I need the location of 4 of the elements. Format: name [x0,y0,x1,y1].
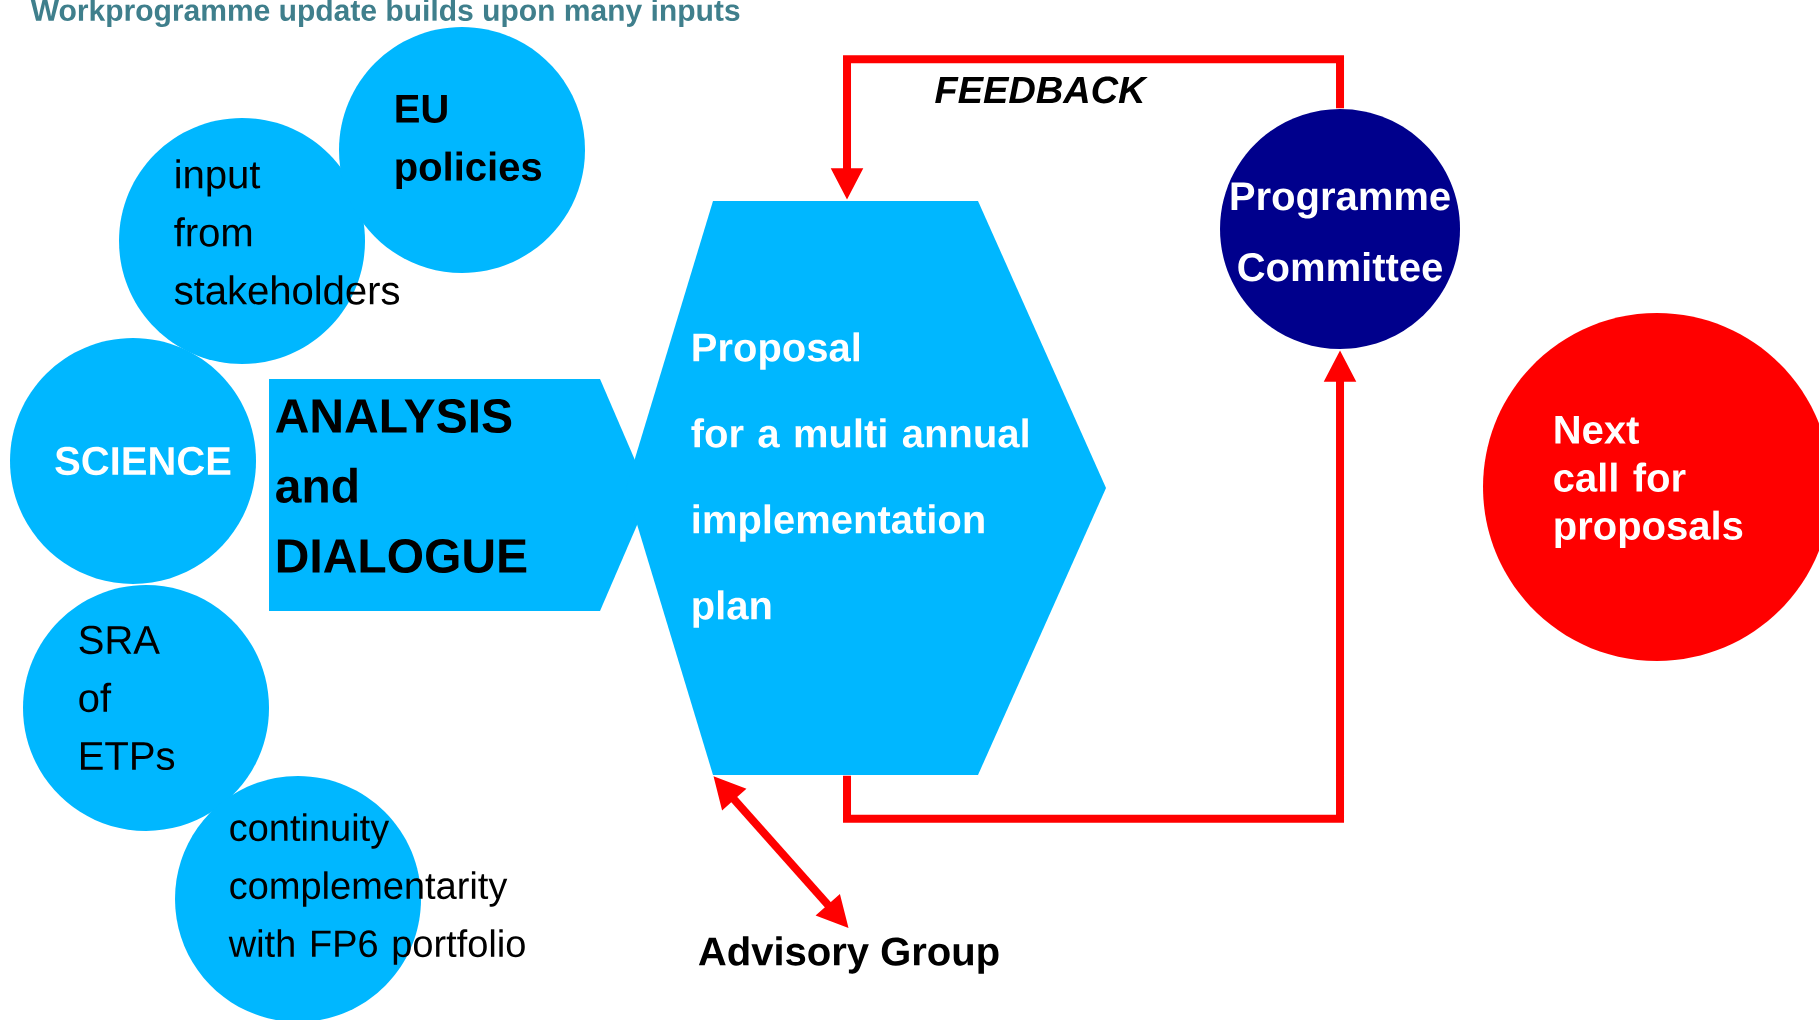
hexagon: Proposal for a multi annual implementation plan [626,200,1106,775]
group-label: Advisory Group [698,936,999,974]
arrow-box: ANALYSIS and DIALOGUE [269,378,650,611]
edge-label: FEEDBACK [927,69,1153,111]
